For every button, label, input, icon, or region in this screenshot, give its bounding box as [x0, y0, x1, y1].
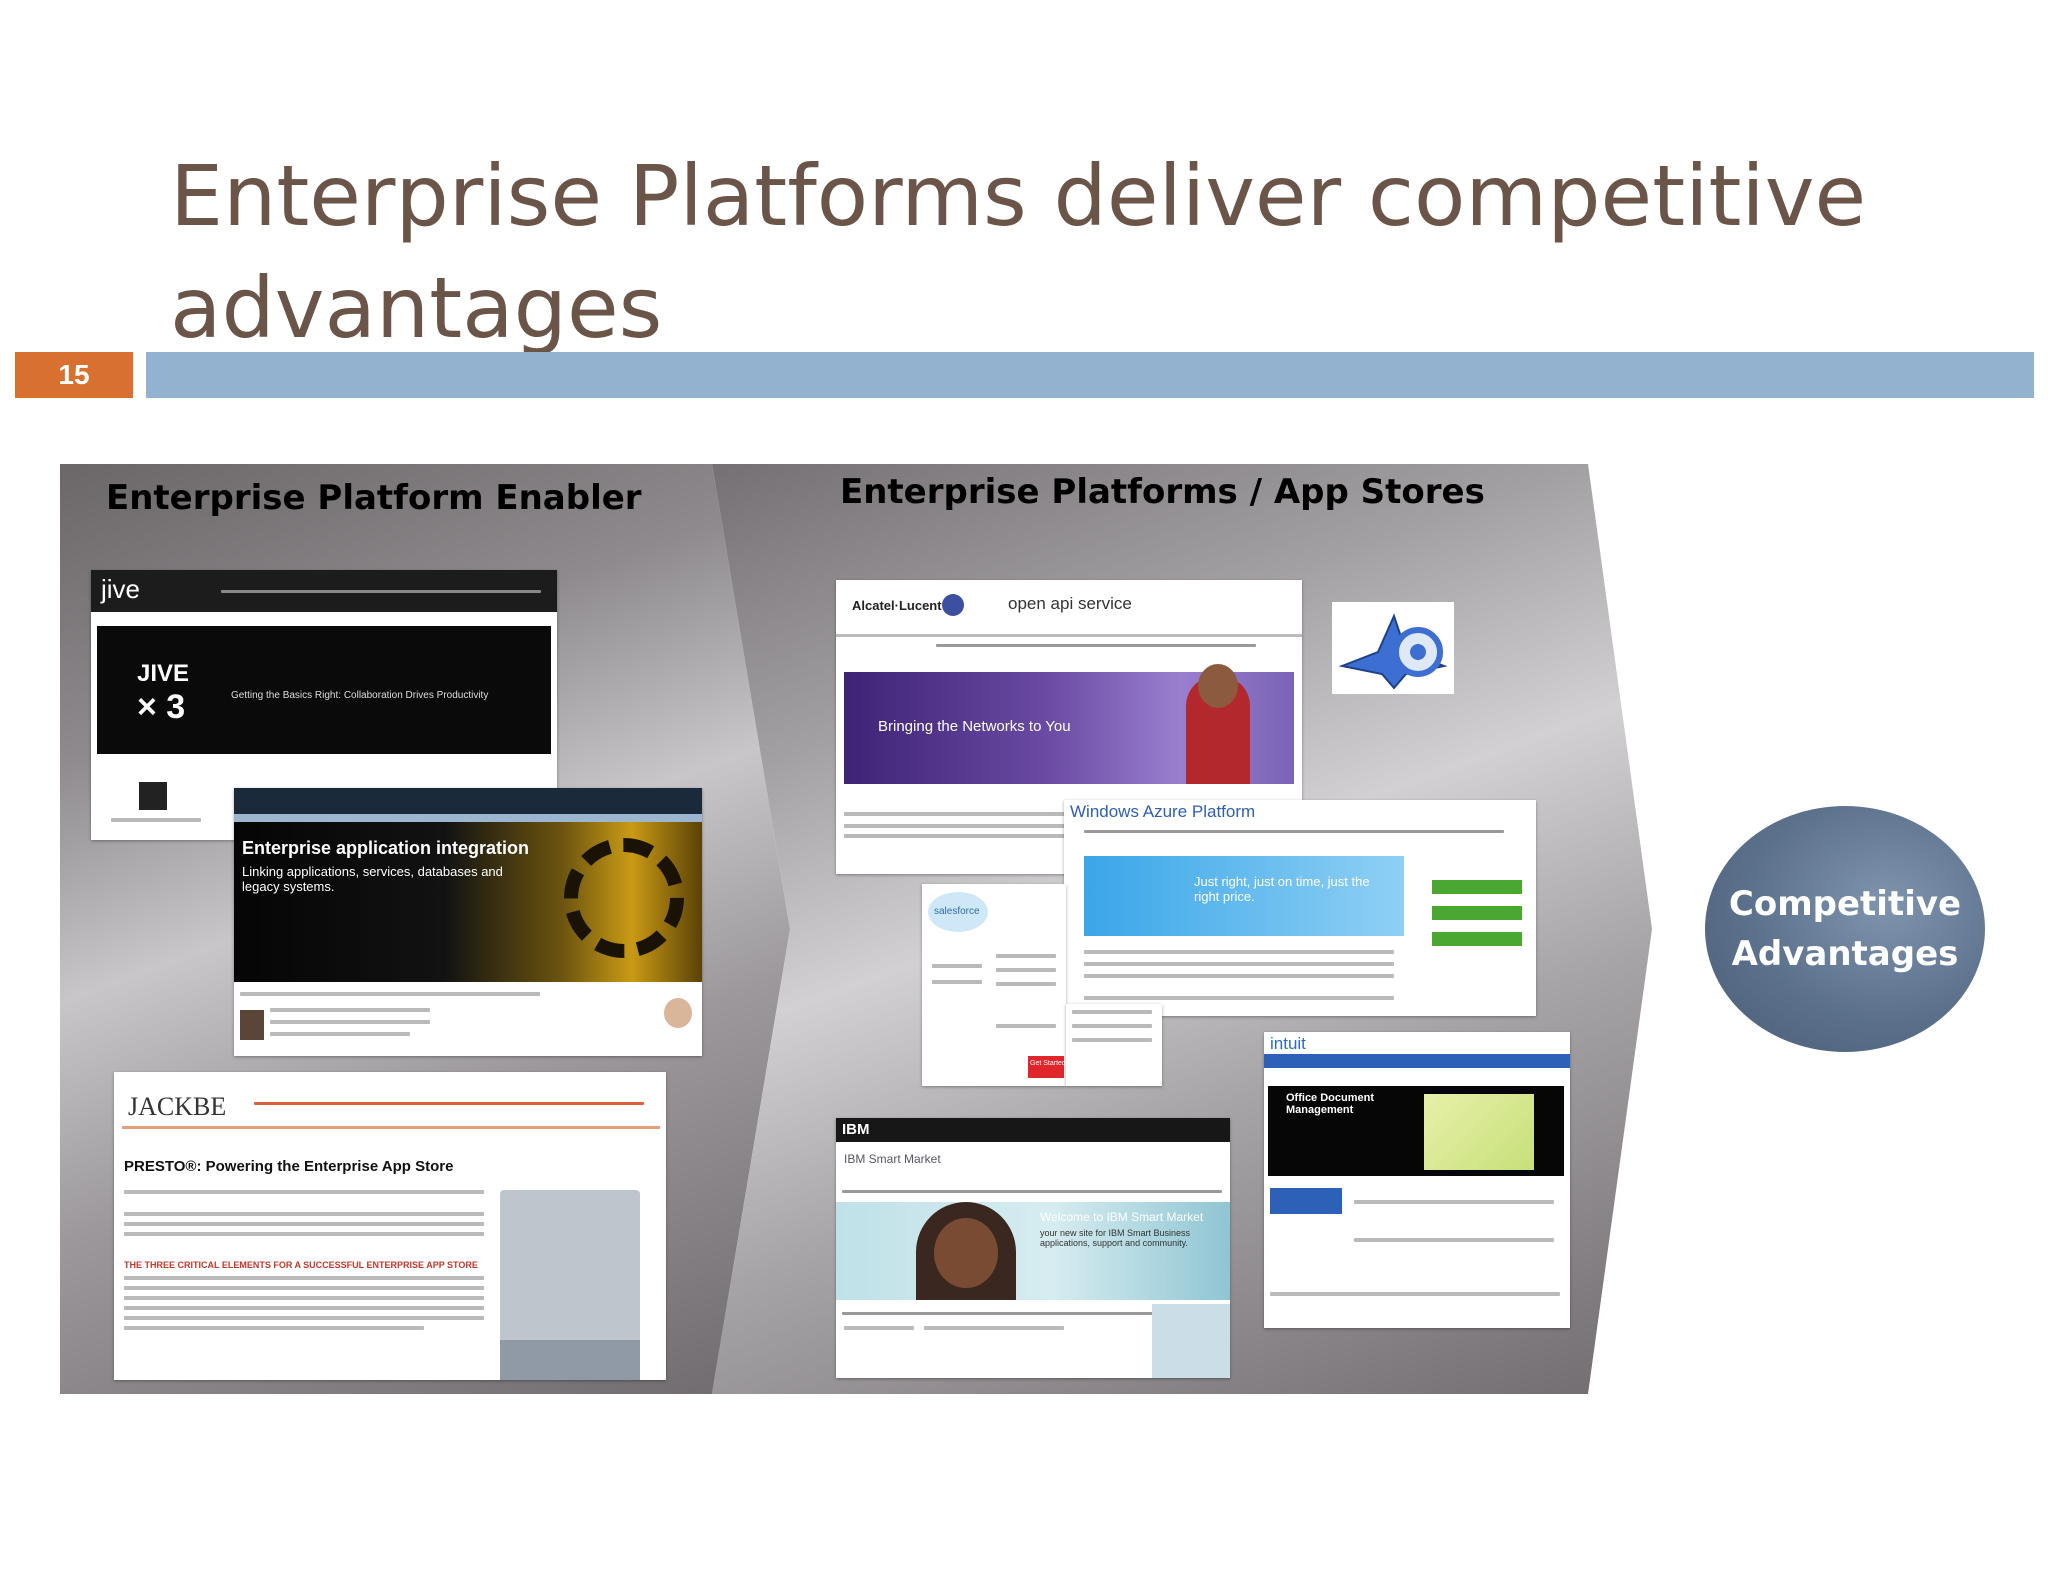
azure-title: Windows Azure Platform — [1070, 802, 1256, 821]
salesforce-screenshot-extension — [1066, 1004, 1162, 1086]
alcatel-logo: Alcatel·Lucent — [852, 598, 942, 613]
app-stores-label: Enterprise Platforms / App Stores — [840, 472, 1485, 512]
salesforce-cta: Get Started — [1030, 1060, 1066, 1067]
jive-hero-multiplier: × 3 — [137, 688, 186, 726]
jackbe-logo: JACKBE — [128, 1092, 227, 1121]
jive-hero-brand: JIVE — [137, 660, 190, 687]
jackbe-screenshot: JACKBE PRESTO®: Powering the Enterprise … — [114, 1072, 666, 1380]
ibm-welcome-body: your new site for IBM Smart Business app… — [1040, 1228, 1191, 1248]
competitive-advantages-callout: Competitive Advantages — [1705, 806, 1985, 1052]
enabler-label: Enterprise Platform Enabler — [106, 478, 642, 518]
jive-hero-caption: Getting the Basics Right: Collaboration … — [231, 690, 489, 701]
intuit-promo-title: Office Document Management — [1286, 1092, 1375, 1116]
eai-subheading: Linking applications, services, database… — [242, 864, 503, 894]
salesforce-brand: salesforce — [934, 906, 980, 917]
jackbe-headline: PRESTO®: Powering the Enterprise App Sto… — [124, 1158, 454, 1175]
ibm-screenshot: IBM IBM Smart Market Welcome to IBM Smar… — [836, 1118, 1230, 1378]
alcatel-banner: Bringing the Networks to You — [878, 718, 1071, 735]
jackbe-subhead: THE THREE CRITICAL ELEMENTS FOR A SUCCES… — [124, 1260, 478, 1270]
eai-heading: Enterprise application integration — [242, 838, 530, 858]
title-divider — [146, 352, 2034, 398]
ibm-store-title: IBM Smart Market — [844, 1152, 941, 1166]
ibm-logo: IBM — [842, 1121, 870, 1138]
google-app-engine-icon — [1332, 602, 1454, 694]
eai-screenshot: Enterprise application integration Linki… — [234, 788, 702, 1056]
alcatel-service-name: open api service — [1008, 594, 1132, 613]
slide-number: 15 — [15, 352, 133, 398]
azure-promo: Just right, just on time, just the right… — [1194, 874, 1370, 904]
callout-line-1: Competitive — [1728, 884, 1962, 924]
jive-screenshot: jive JIVE × 3 Getting the Basics Right: … — [91, 570, 557, 840]
ibm-welcome: Welcome to IBM Smart Market — [1040, 1210, 1204, 1224]
azure-screenshot: Windows Azure Platform Just right, just … — [1064, 800, 1536, 1016]
slide-title: Enterprise Platforms deliver competitive… — [170, 147, 1867, 357]
jive-logo-text: jive — [101, 574, 141, 604]
salesforce-screenshot: salesforce Get Started — [922, 884, 1066, 1086]
intuit-logo: intuit — [1270, 1034, 1306, 1053]
callout-line-2: Advantages — [1731, 934, 1959, 974]
intuit-screenshot: intuit Office Document Management — [1264, 1032, 1570, 1328]
